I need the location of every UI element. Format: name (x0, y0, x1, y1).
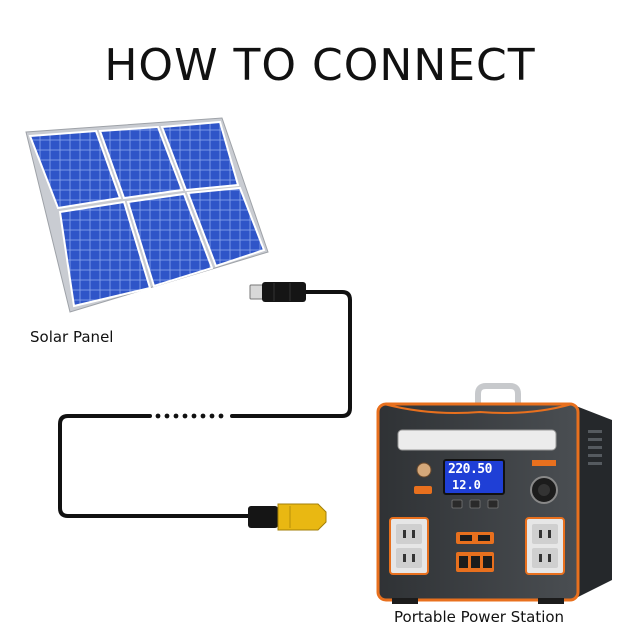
xt60-connector (248, 503, 327, 531)
solar-panel-3 (160, 120, 240, 192)
page-title: HOW TO CONNECT (104, 40, 536, 91)
led-light-bar (397, 429, 557, 451)
side-panel (576, 406, 612, 598)
power-station-label: Portable Power Station (394, 608, 565, 626)
carry-handle (475, 383, 521, 412)
dc-plug-connector (249, 282, 306, 302)
lcd-screen (443, 459, 505, 495)
ac-outlet-left (389, 517, 429, 575)
solar-panel-6 (186, 186, 266, 268)
solar-panel-2 (98, 125, 184, 200)
solar-panel-label: Solar Panel (30, 328, 114, 346)
solar-panel-5 (126, 192, 214, 288)
solar-panel-1 (28, 129, 122, 210)
connection-cable (58, 290, 352, 518)
lcd-ac-reading: 220.50 (448, 462, 492, 477)
power-station (376, 383, 612, 604)
solar-panel-4 (58, 200, 152, 308)
power-button (416, 462, 432, 478)
lcd-dc-reading: 12.0 (452, 478, 481, 492)
ac-outlet-right (525, 517, 565, 575)
cable-break-dots (155, 413, 224, 419)
usb-ports (456, 532, 494, 572)
solar-panel-array (25, 117, 269, 313)
